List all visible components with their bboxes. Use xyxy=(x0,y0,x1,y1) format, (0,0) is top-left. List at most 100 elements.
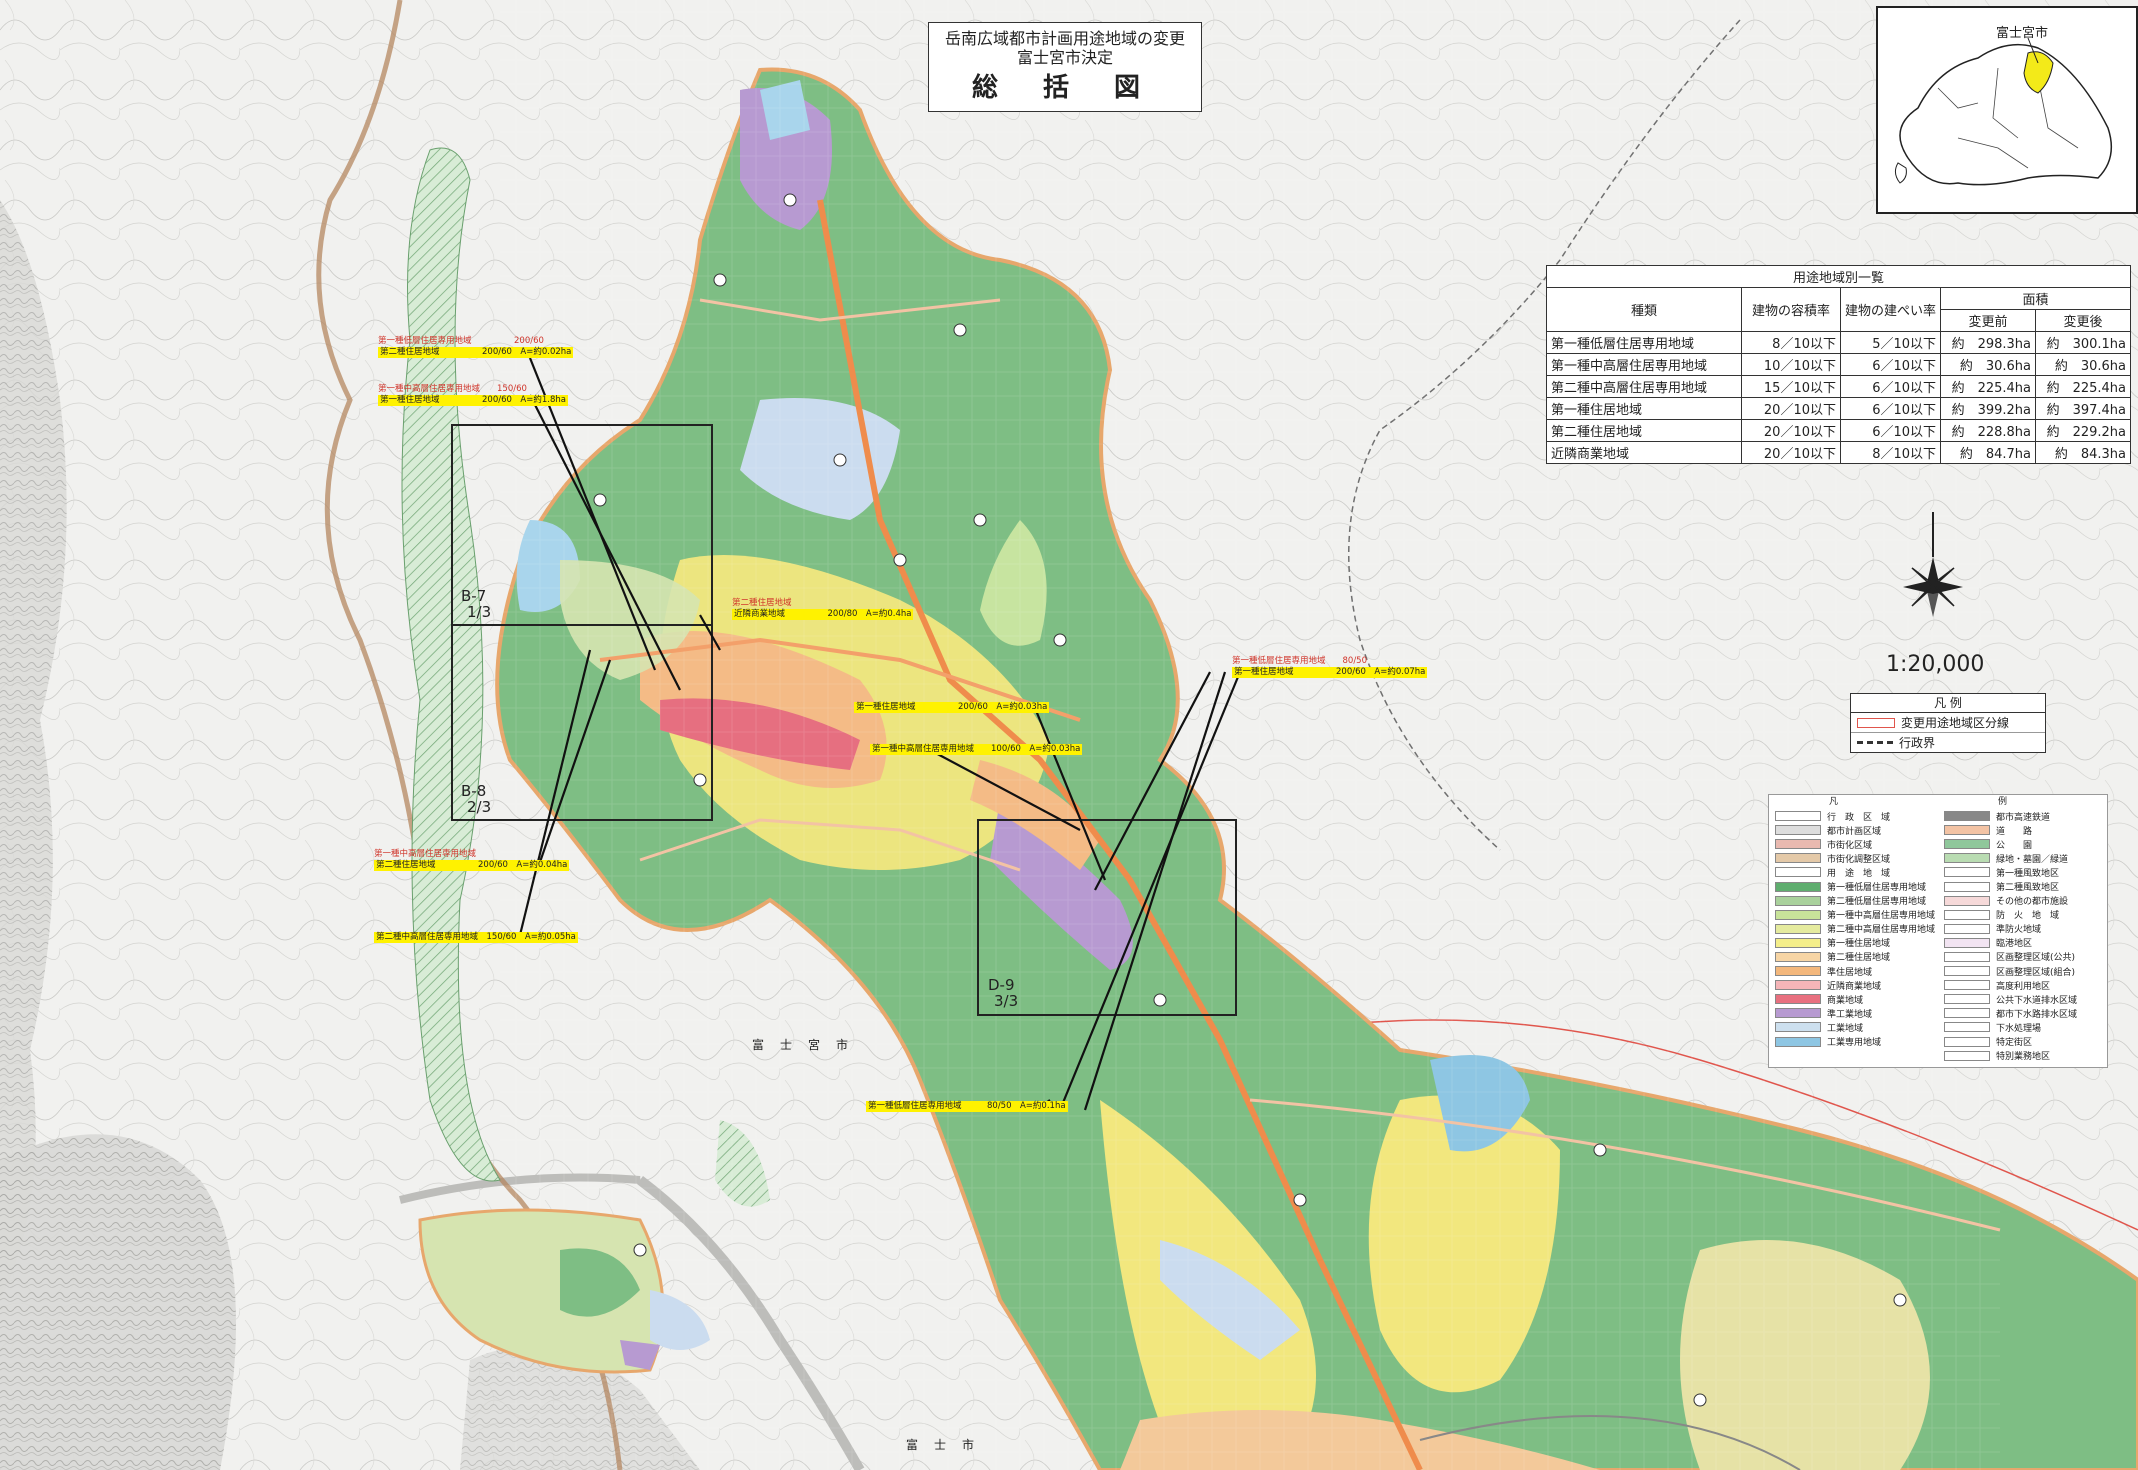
legend-swatch xyxy=(1775,895,1821,906)
table-row: 第一種住居地域 20／10以下 6／10以下 約 399.2ha 約 397.4… xyxy=(1546,397,2132,420)
legend-label: 第二種中高層住居専用地域 xyxy=(1827,925,1936,936)
legend-label: 都市下水路排水区域 xyxy=(1996,1009,2078,1020)
legend-swatch xyxy=(1775,937,1821,948)
legend-item: 第一種住居地域 xyxy=(1769,936,1938,950)
callout-before: 第一種低層住居専用地域 200/60 xyxy=(378,336,544,346)
legend-item: 区画整理区域(公共) xyxy=(1938,950,2107,964)
frame-label-b8: B-8 2/3 xyxy=(461,783,491,815)
row-bcr: 6／10以下 xyxy=(1839,419,1942,442)
row-bcr: 6／10以下 xyxy=(1839,397,1942,420)
legend-item: 下水処理場 xyxy=(1938,1020,2107,1034)
legend-swatch xyxy=(1775,951,1821,962)
legend-swatch xyxy=(1944,980,1990,991)
map-title-box: 岳南広域都市計画用途地域の変更 富士宮市決定 総 括 図 xyxy=(928,22,1202,112)
frame-label-b7: B-7 1/3 xyxy=(461,588,491,620)
change-legend: 凡 例 変更用途地域区分線 行政界 xyxy=(1850,693,2046,753)
legend-item: 工業専用地域 xyxy=(1769,1035,1938,1049)
row-name: 第一種中高層住居専用地域 xyxy=(1546,353,1742,376)
legend-label: 第一種低層住居専用地域 xyxy=(1827,883,1927,894)
legend-label: 商業地域 xyxy=(1827,995,1864,1006)
row-far: 20／10以下 xyxy=(1741,441,1841,464)
row-far: 8／10以下 xyxy=(1741,331,1841,354)
legend-label: 都市高速鉄道 xyxy=(1996,812,2051,823)
zone-area-table: 用途地域別一覧 種類 建物の容積率 建物の建ぺい率 面積 変更前 変更後 第一種… xyxy=(1545,265,2132,464)
table-row: 第二種住居地域 20／10以下 6／10以下 約 228.8ha 約 229.2… xyxy=(1546,419,2132,442)
legend-swatch xyxy=(1944,867,1990,878)
zoning-legend: 凡 例 行 政 区 域都市計画区域市街化区域市街化調整区域用 途 地 域第一種低… xyxy=(1768,794,2108,1068)
callout-after: 第二種住居地域 200/60 A=約0.02ha xyxy=(380,347,572,357)
table-row: 第二種中高層住居専用地域 15／10以下 6／10以下 約 225.4ha 約 … xyxy=(1546,375,2132,398)
legend-item: 第二種低層住居専用地域 xyxy=(1769,894,1938,908)
legend-swatch xyxy=(1775,811,1821,822)
legend-label: 行政界 xyxy=(1899,736,1936,750)
row-far: 20／10以下 xyxy=(1741,419,1841,442)
place-label-fuji: 富士市 xyxy=(906,1438,991,1452)
legend-label: 第一種住居地域 xyxy=(1827,939,1891,950)
legend-item: 公共下水道排水区域 xyxy=(1938,992,2107,1006)
col-after: 変更後 xyxy=(2035,309,2132,332)
legend-swatch xyxy=(1775,839,1821,850)
row-after: 約 397.4ha xyxy=(2035,397,2132,420)
legend-swatch xyxy=(1944,853,1990,864)
row-before: 約 84.7ha xyxy=(1940,441,2037,464)
legend-item: 市街化区域 xyxy=(1769,837,1938,851)
row-after: 約 300.1ha xyxy=(2035,331,2132,354)
legend-label: 区画整理区域(公共) xyxy=(1996,953,2076,964)
row-bcr: 5／10以下 xyxy=(1839,331,1942,354)
legend-item: 商業地域 xyxy=(1769,992,1938,1006)
legend-label: 第二種低層住居専用地域 xyxy=(1827,897,1927,908)
callout-before: 第二種住居地域 xyxy=(732,598,792,608)
callout-after: 近隣商業地域 200/80 A=約0.4ha xyxy=(734,609,912,619)
frame-id: B-8 xyxy=(461,782,487,800)
legend-swatch xyxy=(1944,895,1990,906)
legend-item: 緑地・墓園／緑道 xyxy=(1938,851,2107,865)
legend-label: 第一種風致地区 xyxy=(1996,868,2060,879)
legend-label: 準防火地域 xyxy=(1996,925,2042,936)
legend-label: 緑地・墓園／緑道 xyxy=(1996,854,2069,865)
row-bcr: 6／10以下 xyxy=(1839,353,1942,376)
legend-heading: 凡 例 xyxy=(1851,694,2045,713)
frame-page: 2/3 xyxy=(467,798,492,816)
row-before: 約 30.6ha xyxy=(1940,353,2037,376)
legend-swatch xyxy=(1944,994,1990,1005)
row-before: 約 228.8ha xyxy=(1940,419,2037,442)
legend-item: 行 政 区 域 xyxy=(1769,809,1938,823)
callout-after: 第一種住居地域 200/60 A=約0.07ha xyxy=(1234,667,1426,677)
callout-after: 第一種住居地域 200/60 A=約0.03ha xyxy=(856,702,1048,712)
legend-label: 工業専用地域 xyxy=(1827,1038,1882,1049)
prefecture-outline xyxy=(1894,37,2113,186)
change-callout: 第一種中高層住居専用地域 100/60 A=約0.03ha xyxy=(870,744,1083,755)
callout-after: 第一種低層住居専用地域 80/50 A=約0.1ha xyxy=(868,1101,1066,1111)
legend-label: 特定街区 xyxy=(1996,1038,2033,1049)
legend-item: 第二種風致地区 xyxy=(1938,879,2107,893)
legend-heading-left: 凡 xyxy=(1828,797,1878,807)
callout-after: 第二種中高層住居専用地域 150/60 A=約0.05ha xyxy=(376,932,576,942)
legend-swatch xyxy=(1775,853,1821,864)
legend-item: 近隣商業地域 xyxy=(1769,978,1938,992)
place-label-fujinomiya: 富士宮市 xyxy=(752,1038,865,1052)
frame-page: 3/3 xyxy=(994,992,1019,1010)
callout-before: 第一種低層住居専用地域 80/50 xyxy=(1232,656,1367,666)
legend-swatch xyxy=(1944,1036,1990,1047)
legend-label: 行 政 区 域 xyxy=(1827,812,1891,823)
legend-label: 区画整理区域(組合) xyxy=(1996,967,2076,978)
legend-swatch xyxy=(1775,881,1821,892)
legend-swatch xyxy=(1775,909,1821,920)
legend-swatch xyxy=(1944,923,1990,934)
row-name: 第一種住居地域 xyxy=(1546,397,1742,420)
legend-item: 都市下水路排水区域 xyxy=(1938,1006,2107,1020)
legend-heading-right: 例 xyxy=(1997,797,2047,807)
legend-item: 都市高速鉄道 xyxy=(1938,809,2107,823)
row-name: 第一種低層住居専用地域 xyxy=(1546,331,1742,354)
col-bcr: 建物の建ぺい率 xyxy=(1839,287,1942,332)
legend-swatch xyxy=(1944,1022,1990,1033)
row-after: 約 30.6ha xyxy=(2035,353,2132,376)
frame-id: B-7 xyxy=(461,587,487,605)
row-name: 近隣商業地域 xyxy=(1546,441,1742,464)
legend-item: 特別業務地区 xyxy=(1938,1049,2107,1063)
legend-label: 準工業地域 xyxy=(1827,1009,1873,1020)
legend-label: その他の都市施設 xyxy=(1996,897,2069,908)
row-far: 10／10以下 xyxy=(1741,353,1841,376)
legend-swatch xyxy=(1775,1008,1821,1019)
row-far: 15／10以下 xyxy=(1741,375,1841,398)
